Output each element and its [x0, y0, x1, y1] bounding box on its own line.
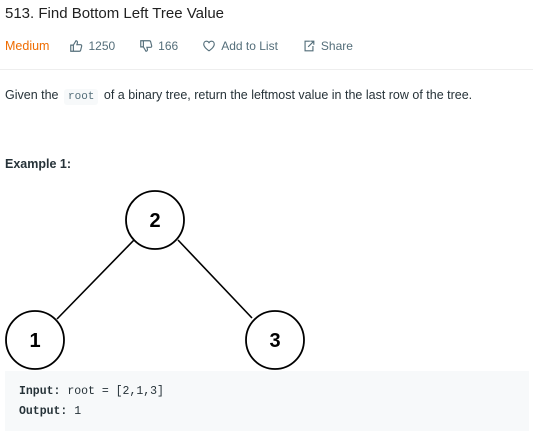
add-to-list-label: Add to List [221, 39, 278, 53]
example-input-label: Input: [19, 385, 61, 398]
example-input-value: root = [2,1,3] [67, 385, 164, 398]
description-code-root: root [64, 89, 99, 105]
tree-node-root: 2 [125, 190, 185, 250]
share-icon [304, 40, 315, 52]
tree-node-left: 1 [5, 310, 65, 370]
tree-edge-left [56, 239, 135, 320]
share-button[interactable]: Share [302, 39, 353, 53]
difficulty-badge: Medium [5, 39, 50, 53]
problem-title: 513. Find Bottom Left Tree Value [5, 5, 225, 22]
dislike-button[interactable]: 166 [139, 39, 178, 53]
example-code-block: Input: root = [2,1,3] Output: 1 [5, 371, 529, 431]
tree-node-left-label: 1 [29, 330, 40, 352]
description-text-after: of a binary tree, return the leftmost va… [103, 88, 473, 102]
binary-tree-diagram: 2 1 3 [5, 190, 305, 370]
dislike-count: 166 [158, 39, 179, 53]
example-output-label: Output: [19, 405, 68, 418]
tree-node-right: 3 [245, 310, 305, 370]
like-button[interactable]: 1250 [69, 39, 115, 53]
tree-edge-right [177, 239, 253, 319]
add-to-list-button[interactable]: Add to List [202, 39, 278, 53]
example-heading: Example 1: [5, 157, 72, 171]
thumbs-down-icon [140, 40, 153, 52]
heart-icon [203, 40, 216, 52]
share-label: Share [320, 39, 353, 53]
description-text-before: Given the [5, 88, 59, 102]
problem-meta-bar: Medium 1250 166 Add to List Share [5, 37, 377, 55]
problem-description: Given the root of a binary tree, return … [5, 88, 473, 105]
tree-node-root-label: 2 [149, 210, 160, 232]
header-divider [0, 69, 533, 70]
tree-node-right-label: 3 [269, 330, 280, 352]
like-count: 1250 [88, 39, 116, 53]
thumbs-up-icon [70, 40, 83, 52]
example-output-value: 1 [74, 405, 82, 418]
example-output-line: Output: 1 [19, 402, 515, 422]
example-input-line: Input: root = [2,1,3] [19, 382, 515, 402]
